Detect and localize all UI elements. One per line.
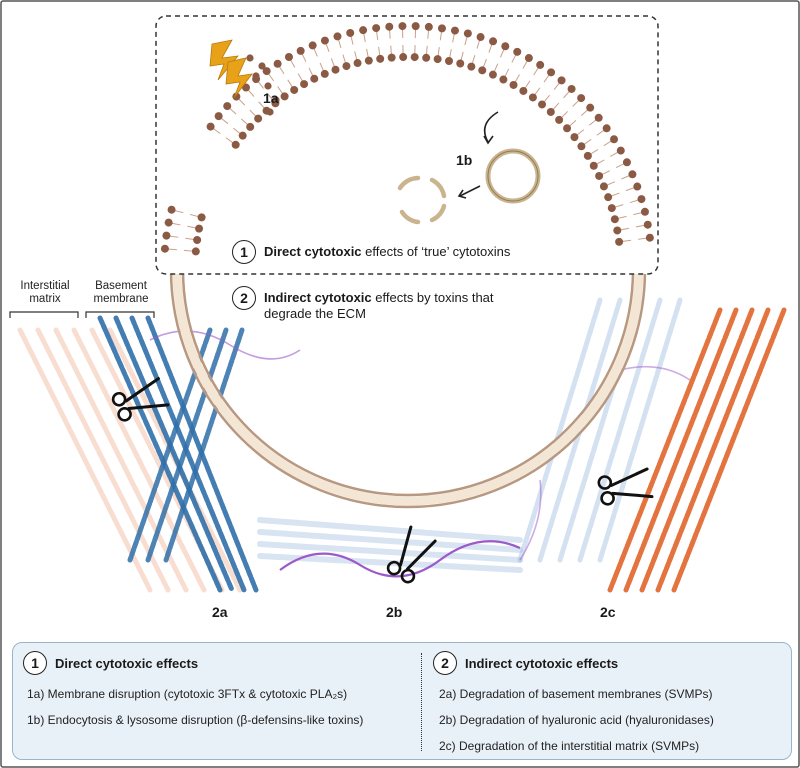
interstitial-matrix-label: Interstitial matrix (20, 280, 70, 305)
legend-number-2-badge: 2 (433, 651, 457, 675)
endosome-vesicle (485, 148, 541, 204)
label-2c: 2c (600, 604, 616, 620)
mechanism-2-text: effects by toxins that (371, 290, 494, 305)
number-1-badge: 1 (232, 240, 256, 264)
mechanism-1-bold: Direct cytotoxic (264, 244, 362, 259)
legend-item-1a: 1a) Membrane disruption (cytotoxic 3FTx … (27, 687, 348, 701)
legend-panel: 1 Direct cytotoxic effects 1a) Membrane … (12, 642, 792, 760)
legend-number-1-badge: 1 (23, 651, 47, 675)
lysosome-fragments (397, 175, 447, 225)
label-2b: 2b (386, 604, 403, 620)
arrows (457, 111, 499, 199)
mechanism-1-text: effects of ‘true’ cytotoxins (361, 244, 511, 259)
scissors-icons (111, 377, 654, 584)
label-2a: 2a (212, 604, 228, 620)
mechanism-2-row: 2 Indirect cytotoxic effects by toxins t… (232, 286, 494, 322)
mechanism-2-bold: Indirect cytotoxic (264, 290, 372, 305)
label-1a: 1a (263, 90, 279, 106)
scissors-icon (597, 467, 654, 506)
legend-item-2b: 2b) Degradation of hyaluronic acid (hyal… (439, 713, 714, 727)
basement-membrane-label: Basement membrane (93, 280, 149, 305)
scissors-icon (386, 525, 437, 584)
ecm-fibers (17, 297, 787, 593)
mechanism-2-text-line2: degrade the ECM (264, 306, 366, 321)
scissors-icon (111, 377, 170, 422)
legend-item-2a: 2a) Degradation of basement membranes (S… (439, 687, 713, 701)
legend-direct-heading: 1 Direct cytotoxic effects (23, 651, 198, 675)
legend-item-2c: 2c) Degradation of the interstitial matr… (439, 739, 700, 753)
legend-item-1b: 1b) Endocytosis & lysosome disruption (β… (27, 713, 364, 727)
legend-divider (421, 653, 422, 751)
matrix-brackets (9, 311, 155, 318)
legend-indirect-heading: 2 Indirect cytotoxic effects (433, 651, 618, 675)
toxin-lightning-icon (209, 39, 253, 99)
mechanism-1-row: 1 Direct cytotoxic effects of ‘true’ cyt… (232, 240, 510, 264)
lipid-bilayer (160, 22, 654, 256)
inset-box (155, 15, 659, 275)
label-1b: 1b (456, 152, 473, 168)
number-2-badge: 2 (232, 286, 256, 310)
